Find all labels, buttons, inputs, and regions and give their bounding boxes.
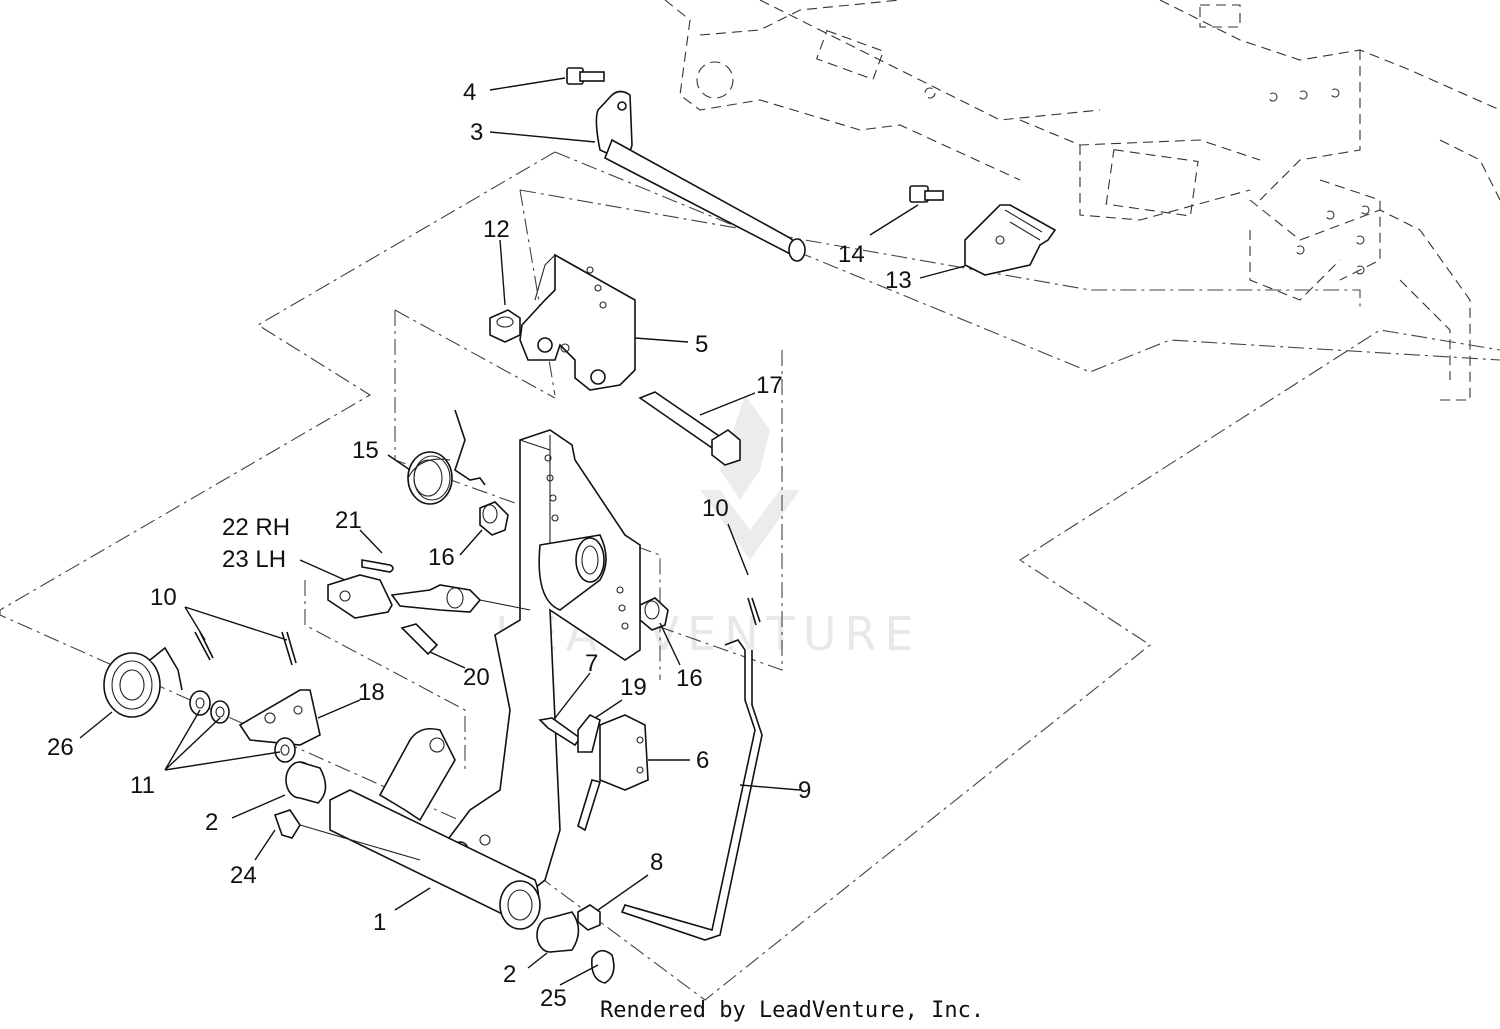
bolt-14 <box>909 185 944 203</box>
callout-6: 6 <box>696 747 709 774</box>
callout-11: 11 <box>130 772 155 799</box>
callout-8: 8 <box>650 849 663 876</box>
callout-25: 25 <box>540 985 567 1012</box>
callout-19: 19 <box>620 674 647 701</box>
bolt-17 <box>638 391 741 466</box>
torsion-spring-15 <box>407 409 486 505</box>
control-rod-9 <box>620 639 763 941</box>
callout-21: 21 <box>335 507 362 534</box>
pedal-bracket <box>519 253 636 391</box>
callout-2-upper: 2 <box>205 809 218 836</box>
callout-14: 14 <box>838 241 865 268</box>
flange-bushing-2-upper <box>285 761 327 804</box>
pedal-pad <box>964 204 1057 276</box>
render-credit: Rendered by LeadVenture, Inc. <box>600 998 984 1023</box>
assembly-outline <box>0 151 1500 1001</box>
callout-16-lower: 16 <box>676 665 703 692</box>
bushing-16-upper <box>479 501 509 536</box>
callout-22-rh: 22 RH <box>222 514 290 541</box>
callout-20: 20 <box>463 664 490 691</box>
callout-23-lh: 23 LH <box>222 546 286 573</box>
callout-3: 3 <box>470 119 483 146</box>
callout-10-left: 10 <box>150 584 177 611</box>
callout-1: 1 <box>373 909 386 936</box>
grease-fitting-24 <box>273 809 421 861</box>
callout-5: 5 <box>695 331 708 358</box>
bracket-18 <box>238 689 321 746</box>
callout-16-upper: 16 <box>428 544 455 571</box>
callout-9: 9 <box>798 777 811 804</box>
bolt-4 <box>566 67 605 85</box>
flange-bushing-2-lower <box>536 911 580 953</box>
spring-26 <box>103 646 183 718</box>
callout-24: 24 <box>230 862 257 889</box>
callout-7: 7 <box>585 650 598 677</box>
clip-25 <box>590 949 615 984</box>
callout-15: 15 <box>352 437 379 464</box>
cross-shaft <box>595 90 806 262</box>
mower-frame <box>664 0 1500 401</box>
pivot-outline <box>394 189 783 680</box>
clevis-22-23 <box>327 574 531 619</box>
callout-10-right: 10 <box>702 495 729 522</box>
switch-6 <box>577 714 649 832</box>
callout-13: 13 <box>885 267 912 294</box>
leader-lines <box>79 77 966 986</box>
bracket-19 <box>577 713 601 753</box>
washers-11 <box>189 690 296 763</box>
callout-4: 4 <box>463 79 476 106</box>
nut-12 <box>489 309 521 343</box>
callout-2-lower: 2 <box>503 961 516 988</box>
pin-20 <box>400 623 439 656</box>
callout-26: 26 <box>47 734 74 761</box>
callout-12: 12 <box>483 216 510 243</box>
pedal-arm <box>329 429 641 930</box>
pedal-outline <box>519 189 1361 310</box>
link-outline <box>304 580 466 770</box>
callout-17: 17 <box>756 372 783 399</box>
callout-18: 18 <box>358 679 385 706</box>
callouts: 4 3 12 14 13 5 17 15 21 22 RH 23 LH 16 1… <box>47 79 912 1012</box>
nut-8 <box>577 904 601 931</box>
cotter-pin-21 <box>361 559 394 573</box>
